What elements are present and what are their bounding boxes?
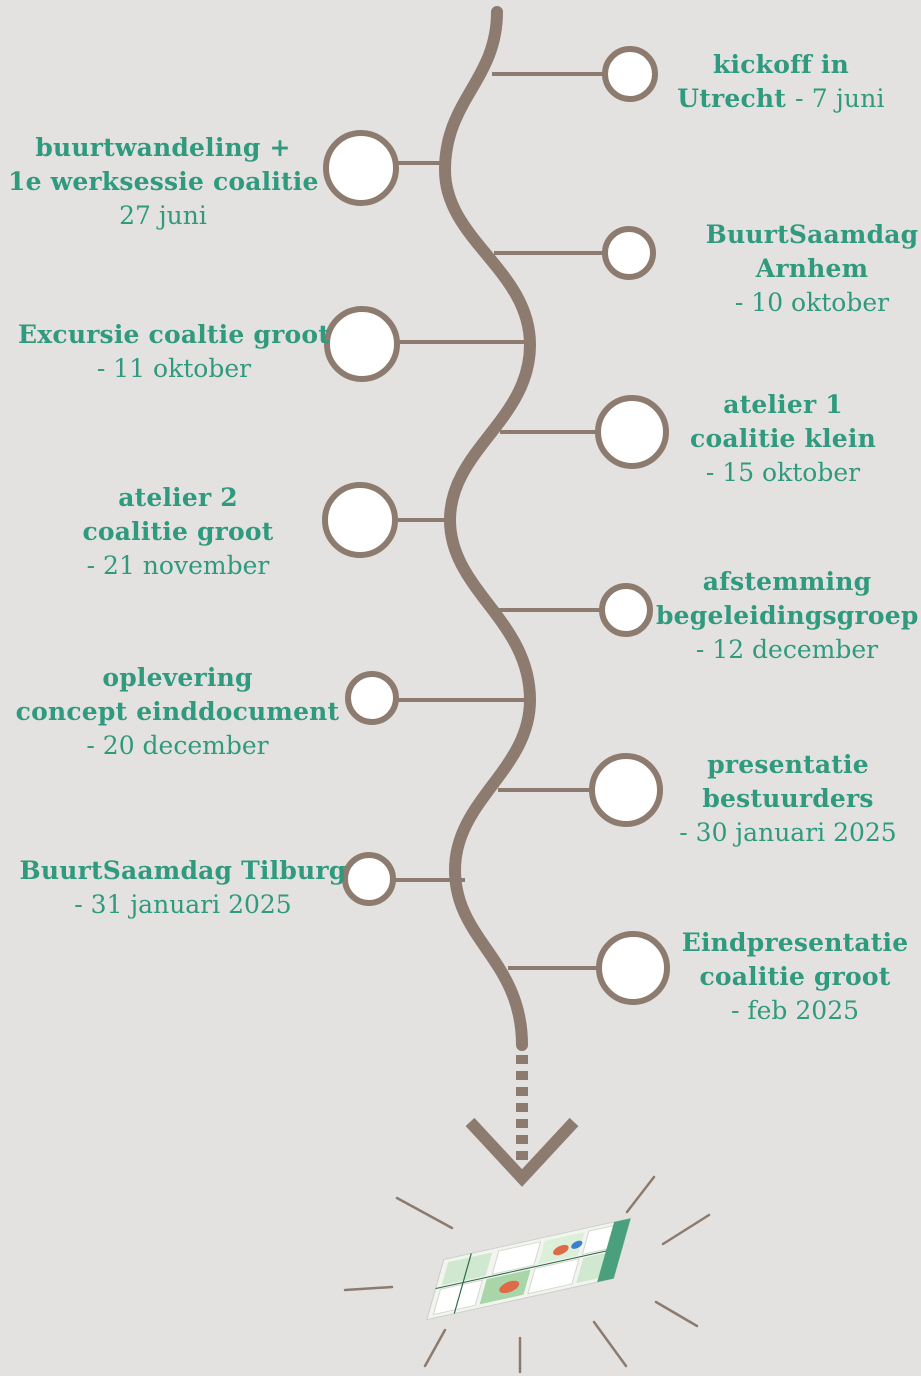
milestone-title: atelier 2 — [118, 483, 238, 512]
milestone-title: coalitie groot — [699, 962, 891, 991]
milestone-node — [589, 753, 663, 827]
milestone-node — [342, 852, 396, 906]
milestone-title: begeleidingsgroep — [656, 601, 919, 630]
milestone-label: Eindpresentatie coalitie groot - feb 202… — [680, 926, 910, 1028]
milestone-node — [324, 306, 400, 382]
milestone-title: bestuurders — [702, 784, 874, 813]
milestone-title: kickoff in — [713, 50, 849, 79]
milestone-label: oplevering concept einddocument - 20 dec… — [10, 661, 345, 763]
milestone-date: - 31 januari 2025 — [74, 890, 292, 919]
milestone-node — [595, 395, 669, 469]
milestone-label: afstemming begeleidingsgroep - 12 decemb… — [656, 565, 918, 667]
milestone-label: BuurtSaamdag Tilburg - 31 januari 2025 — [18, 854, 348, 922]
milestone-date: - feb 2025 — [730, 996, 859, 1025]
milestone-date: - 11 oktober — [96, 354, 252, 383]
milestone-date: - 20 december — [86, 731, 269, 760]
milestone-title: Utrecht — [677, 84, 787, 113]
milestone-node — [323, 130, 399, 206]
milestone-node — [602, 226, 656, 280]
milestone-title: coalitie klein — [690, 424, 876, 453]
milestone-connectors — [394, 72, 606, 970]
milestone-date: - 21 november — [86, 551, 270, 580]
milestone-node — [599, 583, 653, 637]
milestone-title: oplevering — [102, 663, 253, 692]
milestone-title: Arnhem — [755, 254, 869, 283]
milestone-title: afstemming — [702, 567, 872, 596]
milestone-date: - 10 oktober — [734, 288, 890, 317]
milestone-date: - 15 oktober — [705, 458, 861, 487]
milestone-node — [602, 46, 658, 102]
milestone-node — [596, 931, 670, 1005]
milestone-date: 27 juni — [119, 201, 207, 230]
map-plan-icon — [426, 1217, 632, 1321]
milestone-date: - 30 januari 2025 — [679, 818, 897, 847]
milestone-title: buurtwandeling + — [35, 133, 291, 162]
milestone-label: Excursie coaltie groot - 11 oktober — [14, 318, 334, 386]
milestone-title: BuurtSaamdag — [705, 220, 919, 249]
milestone-node — [345, 671, 399, 725]
burst-rays-icon — [343, 1175, 711, 1374]
milestone-label: buurtwandeling + 1e werksessie coalitie … — [8, 131, 318, 233]
milestone-title: 1e werksessie coalitie — [8, 167, 319, 196]
milestone-label: BuurtSaamdag Arnhem - 10 oktober — [696, 218, 921, 320]
milestone-title: coalitie groot — [82, 517, 274, 546]
milestone-label: atelier 1 coalitie klein - 15 oktober — [678, 388, 888, 490]
milestone-date: - 12 december — [695, 635, 879, 664]
milestone-node — [322, 482, 398, 558]
milestone-title: BuurtSaamdag Tilburg — [19, 856, 347, 885]
milestone-label: atelier 2 coalitie groot - 21 november — [68, 481, 288, 583]
milestone-label: presentatie bestuurders - 30 januari 202… — [668, 748, 908, 850]
milestone-title: concept einddocument — [15, 697, 340, 726]
milestone-date: - 7 juni — [794, 84, 885, 113]
milestone-title: Eindpresentatie — [681, 928, 909, 957]
timeline-path — [438, 6, 537, 1051]
milestone-label: kickoff in Utrecht - 7 juni — [676, 48, 886, 116]
milestone-title: presentatie — [707, 750, 869, 779]
milestone-title: Excursie coaltie groot — [18, 320, 330, 349]
arrow-down-icon — [465, 1117, 579, 1187]
milestone-title: atelier 1 — [723, 390, 843, 419]
milestone-title-line2: Utrecht - 7 juni — [676, 82, 886, 116]
